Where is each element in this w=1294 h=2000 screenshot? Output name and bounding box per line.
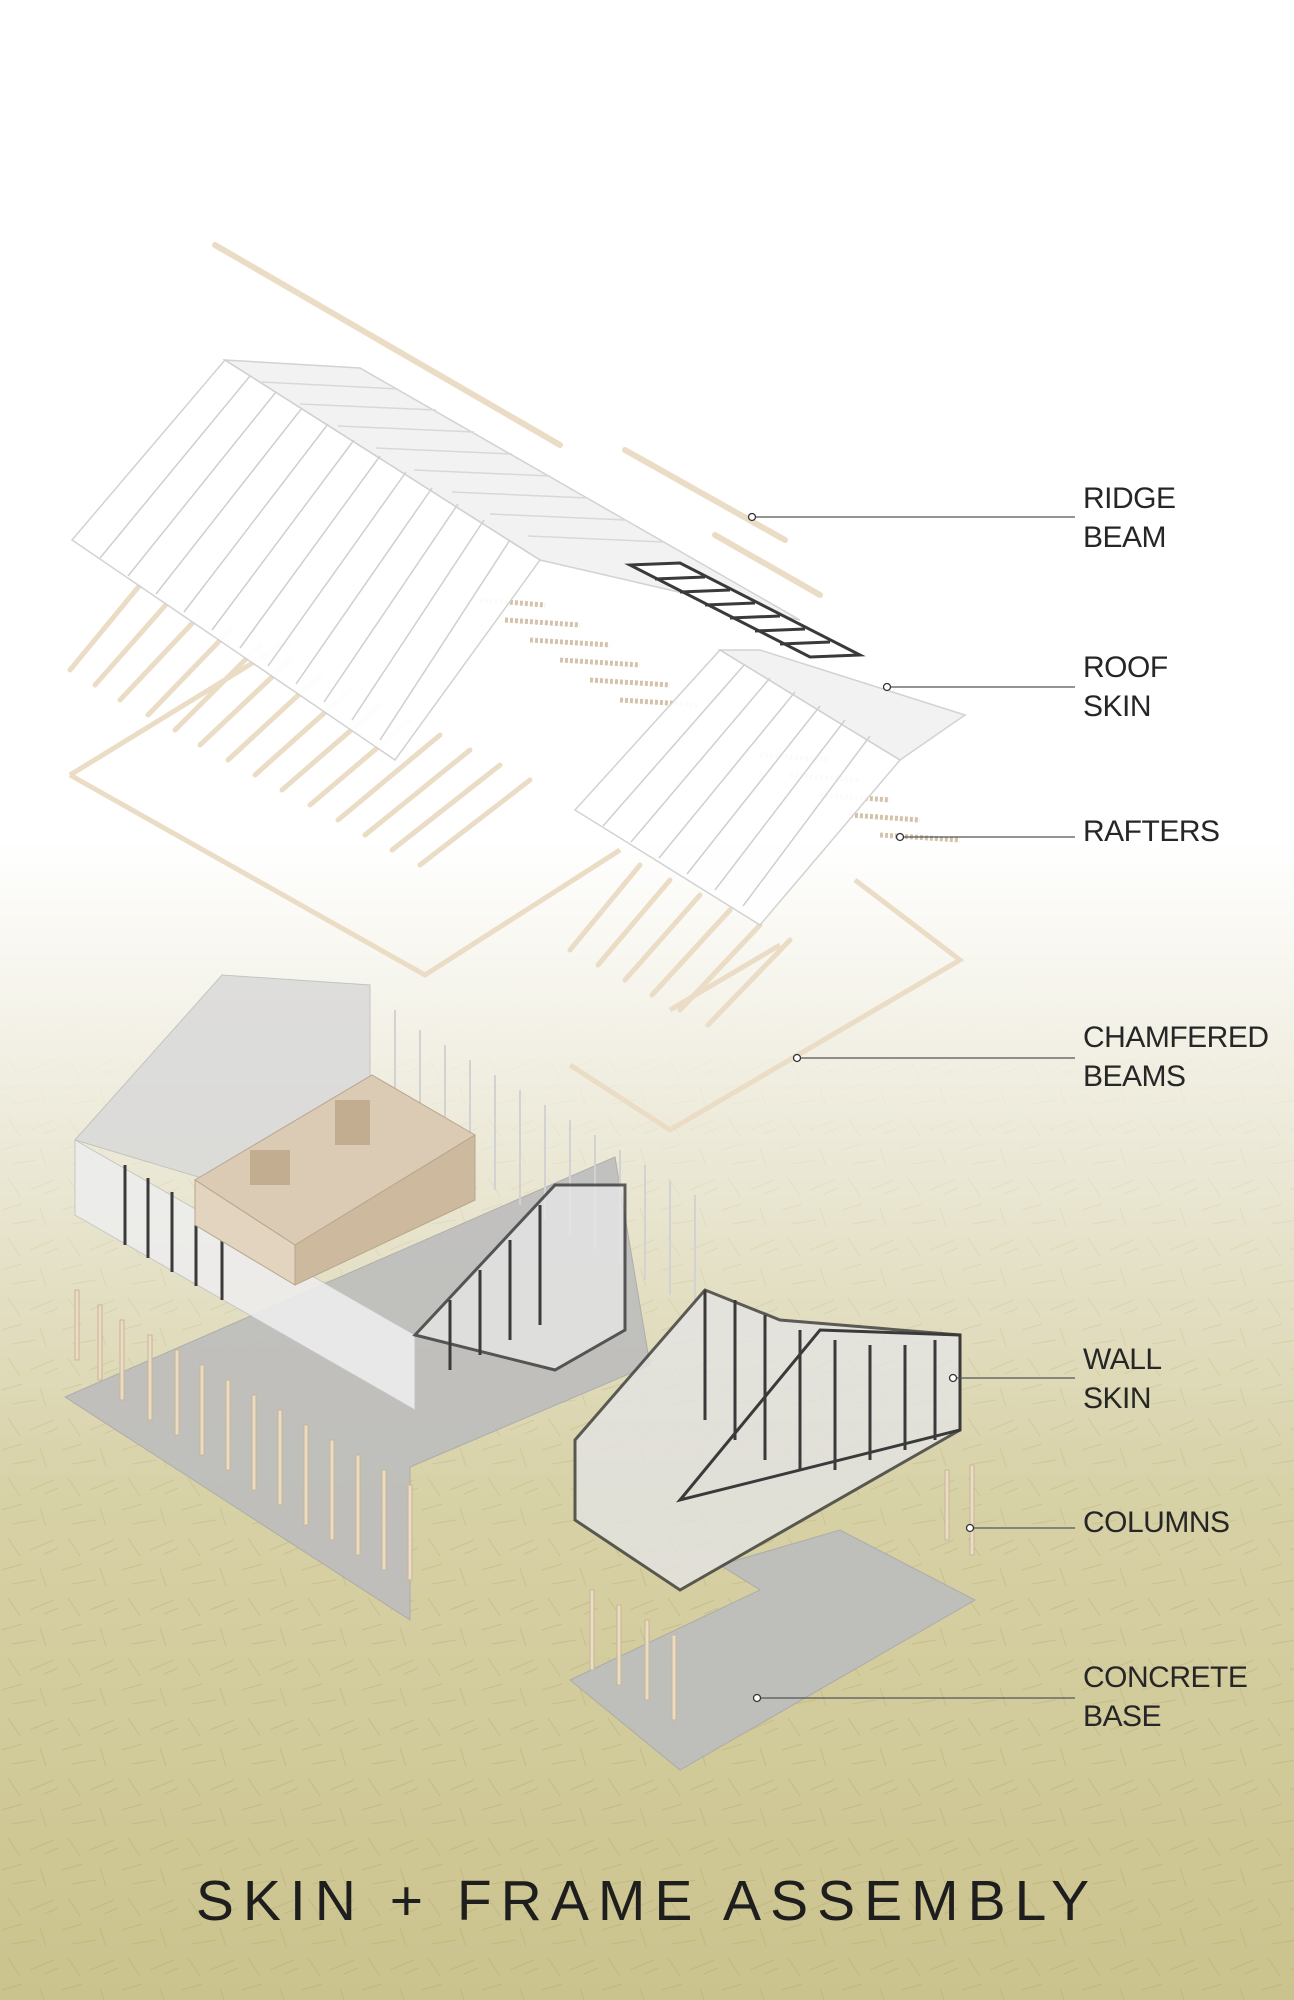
label-line: BEAMS	[1083, 1060, 1186, 1093]
ridge-beam-segment	[712, 532, 823, 598]
label-line: WALL	[1083, 1343, 1162, 1376]
label-line: BASE	[1083, 1700, 1162, 1733]
label-line: RIDGE	[1083, 482, 1176, 515]
timber-core	[194, 1074, 476, 1286]
label-concrete-base: CONCRETE BASE	[1083, 1658, 1283, 1736]
ridge-beam-main	[212, 242, 563, 448]
column	[616, 1604, 622, 1686]
concrete-slab-wing	[569, 1529, 977, 1771]
column	[147, 1334, 153, 1421]
label-wall-skin: WALL SKIN	[1083, 1340, 1283, 1418]
column	[644, 1619, 650, 1701]
label-chamfered-beams: CHAMFERED BEAMS	[1083, 1018, 1283, 1096]
column	[355, 1454, 361, 1556]
column	[407, 1484, 413, 1581]
label-line: ROOF	[1083, 651, 1168, 684]
chamfered-beam-main	[68, 772, 622, 978]
column	[381, 1469, 387, 1571]
ridge-beam-segment	[622, 447, 788, 543]
wall-mullions-wing	[703, 1290, 937, 1470]
column	[97, 1304, 103, 1381]
leader-dots	[747, 512, 975, 1703]
column	[589, 1589, 595, 1671]
columns-layer	[74, 1289, 975, 1721]
column	[74, 1289, 80, 1361]
roof-plane-main-back	[222, 359, 801, 621]
roof-skylight	[624, 561, 866, 659]
column	[225, 1379, 231, 1471]
column	[303, 1424, 309, 1526]
ridge-beam-layer	[212, 242, 823, 598]
label-columns: COLUMNS	[1083, 1503, 1283, 1542]
label-line: BEAM	[1083, 521, 1167, 554]
roof-back-joints	[261, 381, 665, 543]
wall-skin-layer	[74, 974, 962, 1592]
label-line: COLUMNS	[1083, 1506, 1230, 1539]
column	[944, 1469, 950, 1541]
wall-panel-wing-gable	[675, 1328, 962, 1503]
roof-panel-joints	[99, 375, 511, 741]
wall-panel-link	[412, 1183, 627, 1372]
column	[969, 1464, 975, 1556]
chamfered-beam-wing	[568, 878, 965, 1133]
wing-roof-joints	[602, 663, 871, 907]
skylight-bars	[654, 575, 831, 646]
label-line: SKIN	[1083, 690, 1152, 723]
diagram-title: SKIN + FRAME ASSEMBLY	[195, 1869, 1099, 1933]
column	[119, 1319, 125, 1401]
label-line: CHAMFERED	[1083, 1021, 1269, 1054]
label-ridge-beam: RIDGE BEAM	[1083, 479, 1283, 557]
column	[277, 1409, 283, 1506]
column	[671, 1634, 677, 1721]
label-line: SKIN	[1083, 1382, 1152, 1415]
roof-plane-wing-back	[717, 649, 967, 761]
column	[251, 1394, 257, 1491]
leader-lines	[752, 516, 1075, 1699]
column	[174, 1349, 180, 1436]
wall-mullions-link	[448, 1205, 542, 1370]
label-roof-skin: ROOF SKIN	[1083, 648, 1283, 726]
column	[199, 1364, 205, 1456]
label-rafters: RAFTERS	[1083, 812, 1283, 851]
label-line: CONCRETE	[1083, 1661, 1248, 1694]
column	[329, 1439, 335, 1541]
label-line: RAFTERS	[1083, 815, 1220, 848]
roof-skin-layer	[70, 359, 967, 926]
